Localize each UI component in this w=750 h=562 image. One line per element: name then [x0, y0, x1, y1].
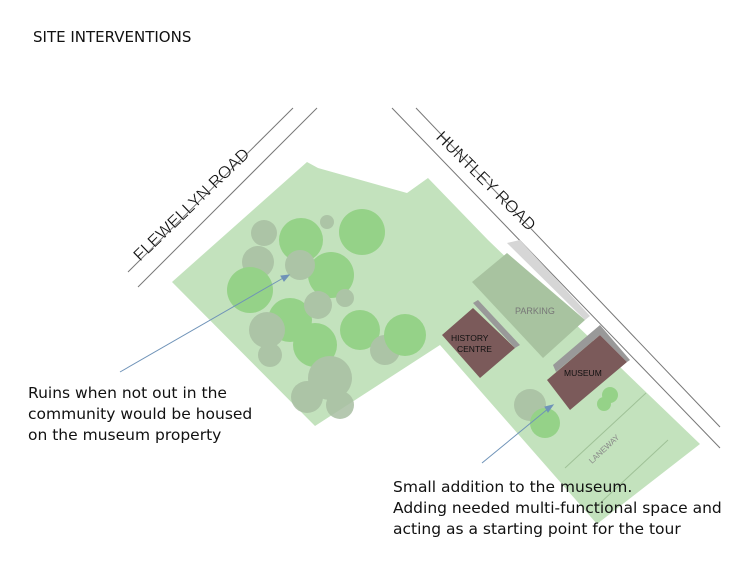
addition-note-line: Adding needed multi-functional space and	[393, 499, 722, 517]
addition-note: Small addition to the museum. Adding nee…	[393, 477, 722, 540]
museum-label: MUSEUM	[564, 368, 602, 378]
parking-shadow	[507, 240, 590, 320]
page-title: SITE INTERVENTIONS	[33, 28, 192, 46]
laneway-lines	[564, 392, 669, 506]
ruins-note-line: on the museum property	[28, 426, 222, 444]
flewellyn-road	[127, 107, 318, 288]
parking-area	[472, 253, 585, 358]
history-centre-label-line1: HISTORY	[451, 333, 489, 343]
history-centre-shadow	[473, 300, 520, 348]
site-boundary	[172, 162, 700, 524]
addition-note-line: acting as a starting point for the tour	[393, 520, 681, 538]
trees	[227, 209, 618, 438]
museum-shadow	[553, 325, 630, 372]
ruins-note-line: Ruins when not out in the	[28, 384, 227, 402]
huntley-road	[391, 107, 721, 449]
addition-note-line: Small addition to the museum.	[393, 478, 633, 496]
parking-label: PARKING	[515, 306, 555, 316]
museum-building	[547, 335, 627, 410]
history-centre-building	[442, 308, 515, 378]
history-centre-label-line2: CENTRE	[457, 344, 492, 354]
annotation-arrows	[119, 274, 555, 464]
ruins-note: Ruins when not out in the community woul…	[28, 383, 252, 446]
ruins-note-line: community would be housed	[28, 405, 253, 423]
